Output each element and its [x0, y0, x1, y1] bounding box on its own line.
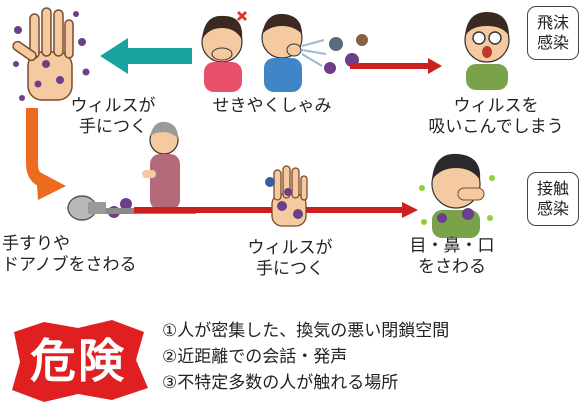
- arrow-left-teal: [100, 38, 192, 74]
- cough-sneeze-label: せきやくしゃみ: [212, 96, 332, 116]
- virus-hand-small-illustration: [265, 165, 308, 227]
- hand-virus-label-bottom: ウィルスが 手につく: [247, 238, 333, 279]
- danger-conditions-list: ①人が密集した、換気の悪い閉鎖空間 ②近距離での会話・発声 ③不特定多数の人が触…: [162, 318, 449, 396]
- arrow-right-red-top: [350, 58, 442, 74]
- danger-item-1: ①人が密集した、換気の悪い閉鎖空間: [162, 321, 450, 341]
- danger-item-2: ②近距離での会話・発声: [162, 347, 348, 367]
- touch-handrail-label: 手すりや ドアノブをさわる: [2, 234, 137, 275]
- danger-badge: [12, 320, 148, 402]
- touch-face-label: 目・鼻・口 をさわる: [409, 236, 495, 277]
- touching-face-illustration: [419, 153, 495, 238]
- sneezing-people-illustration: [201, 10, 368, 92]
- contact-infection-box: 接触 感染: [527, 172, 579, 226]
- danger-badge-text: 危険: [30, 334, 126, 388]
- arrow-down-orange: [26, 108, 66, 200]
- arrow-right-red-bottom: [134, 202, 418, 218]
- hand-virus-label-top: ウィルスが 手につく: [70, 96, 156, 137]
- inhaling-person-illustration: [464, 12, 510, 90]
- inhale-virus-label: ウィルスを 吸いこんでしまう: [428, 96, 564, 137]
- droplet-infection-box: 飛沫 感染: [527, 6, 579, 60]
- virus-hand-illustration: [12, 7, 90, 101]
- danger-item-3: ③不特定多数の人が触れる場所: [162, 373, 399, 393]
